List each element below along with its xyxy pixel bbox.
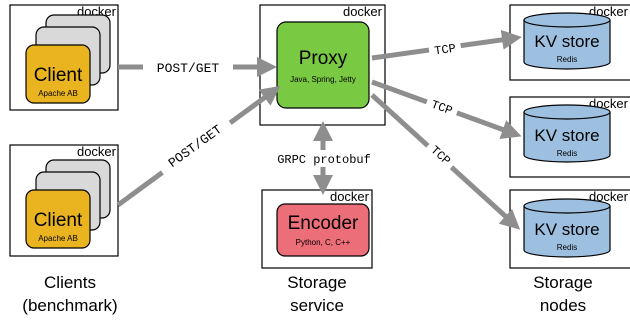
kv-title: KV store bbox=[534, 220, 599, 239]
docker-label: docker bbox=[343, 4, 383, 19]
client-subtitle: Apache AB bbox=[38, 234, 78, 243]
encoder-node bbox=[276, 203, 370, 257]
client-docker-2: docker Client Apache AB bbox=[9, 144, 119, 257]
edge-label-proxy-kv1: TCP bbox=[433, 42, 456, 59]
docker-label: docker bbox=[589, 189, 629, 204]
proxy-docker: docker Proxy Java, Spring, Jetty bbox=[259, 4, 386, 126]
kv-title: KV store bbox=[534, 126, 599, 145]
proxy-subtitle: Java, Spring, Jetty bbox=[290, 75, 356, 84]
kv-docker-1: docker KV store Redis bbox=[509, 4, 630, 81]
caption-clients-line2: (benchmark) bbox=[22, 296, 117, 315]
edge-label-proxy-encoder: GRPC protobuf bbox=[277, 153, 371, 167]
kv-cylinder-3 bbox=[523, 198, 611, 258]
edge-label-proxy-kv1-group: TCP bbox=[427, 37, 462, 59]
client-title: Client bbox=[34, 210, 83, 231]
caption-clients-line1: Clients bbox=[44, 273, 96, 292]
caption-storage-nodes-line2: nodes bbox=[540, 296, 586, 315]
client-node-1 bbox=[25, 44, 91, 104]
edge-label-bg bbox=[265, 150, 383, 167]
edge-label-proxy-kv2: TCP bbox=[429, 98, 454, 119]
edge-label-client2-proxy: POST/GET bbox=[166, 122, 225, 171]
kv-title: KV store bbox=[534, 32, 599, 51]
kv-subtitle: Redis bbox=[557, 243, 577, 252]
encoder-title: Encoder bbox=[288, 213, 359, 234]
proxy-title: Proxy bbox=[299, 48, 348, 69]
client-title: Client bbox=[34, 65, 83, 86]
client-docker-1: docker Client Apache AB bbox=[9, 4, 119, 111]
edge-label-proxy-kv2-group: TCP bbox=[424, 93, 461, 120]
kv-docker-2: docker KV store Redis bbox=[509, 96, 630, 178]
edge-label-bg bbox=[427, 37, 462, 59]
edge-label-bg bbox=[424, 93, 461, 120]
kv-cylinder-2 bbox=[523, 104, 611, 163]
edge-label-client2-proxy-group: POST/GET bbox=[155, 113, 234, 178]
kv-docker-3: docker KV store Redis bbox=[509, 189, 630, 269]
caption-storage-service-line2: service bbox=[290, 296, 344, 315]
kv-cylinder-1 bbox=[523, 12, 611, 70]
client-node-2 bbox=[25, 189, 91, 249]
docker-label: docker bbox=[330, 189, 370, 204]
kv-subtitle: Redis bbox=[557, 55, 577, 64]
client-subtitle: Apache AB bbox=[38, 89, 78, 98]
docker-label: docker bbox=[77, 144, 117, 159]
edge-label-bg bbox=[155, 113, 234, 178]
edge-label-bg bbox=[143, 58, 233, 77]
caption-storage-nodes-line1: Storage bbox=[533, 273, 593, 292]
edge-label-bg bbox=[424, 137, 459, 171]
encoder-docker: docker Encoder Python, C, C++ bbox=[261, 189, 373, 269]
kv-subtitle: Redis bbox=[557, 149, 577, 158]
edge-label-client1-proxy: POST/GET bbox=[157, 61, 220, 76]
caption-storage-service-line1: Storage bbox=[287, 273, 347, 292]
encoder-subtitle: Python, C, C++ bbox=[296, 238, 351, 247]
